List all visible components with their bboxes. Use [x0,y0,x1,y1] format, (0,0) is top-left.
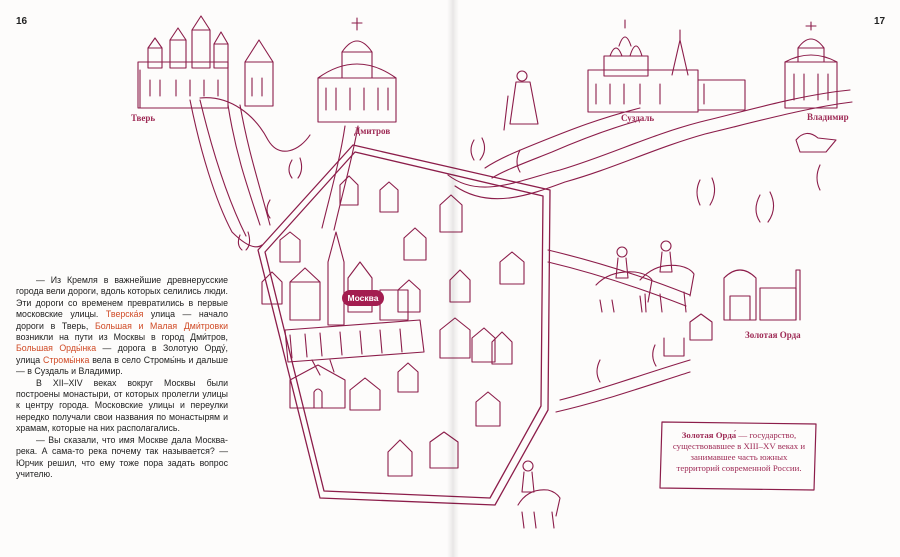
label-tver: Тверь [131,113,156,123]
trees [237,137,821,383]
label-dmitrov: Дмитров [354,126,391,136]
highlight-dmitrovka: Большая и Малая Дми́тров­ки [94,320,228,331]
golden-horde-note: Золотая Орда́ — государство, существовав… [671,430,807,474]
paragraph-roads: — Из Кремля в важнейшие древ­не­русские … [16,275,228,378]
label-vladimir: Владимир [807,112,849,122]
note-frame [659,421,817,491]
dmitrov-town [317,17,397,123]
text-run: улица — начало дороги в Тверь, [16,309,228,331]
paragraph-monasteries: В XII–XIV веках вокруг Москвы были постр… [16,377,228,434]
label-golden-horde: Золотая Орда [745,330,801,340]
paragraph-question: — Вы сказали, что имя Москве дала Москва… [16,434,228,479]
note-term: Золотая Орда́ [681,430,737,440]
label-suzdal: Суздаль [621,113,655,123]
text-run: возникли на пути из Москвы в город Дми́т… [16,332,228,343]
book-gutter [447,0,459,557]
highlight-stromynka: Стромы́нка [43,354,90,365]
highlight-ordynka: Большая Орды́нка [16,343,97,354]
text-run: — дорога в Золотую Орду́, улица [16,343,228,365]
horsemen [517,240,695,529]
houses [261,175,525,477]
page-number-left: 16 [16,16,28,27]
main-text: — Из Кремля в важнейшие древ­не­русские … [16,275,228,480]
text-run: — Из Кремля в важнейшие древ­не­русские … [16,275,228,320]
moscow-boundary [257,144,551,506]
pilgrim-figure [503,70,539,131]
roads [189,89,853,413]
golden-horde-town [663,269,801,357]
text-run: вела в село Стромы́нь и дальше — в Сузда… [16,354,228,377]
suzdal-town [587,19,746,113]
note-body: — государство, существовавшее в XIII–XV … [672,430,806,473]
highlight-tverskaya: Тверска́я [105,309,144,320]
label-moscow-badge: Москва [342,290,384,306]
vladimir-town [784,21,838,153]
page-number-right: 17 [874,16,886,27]
tver-town [137,15,274,109]
